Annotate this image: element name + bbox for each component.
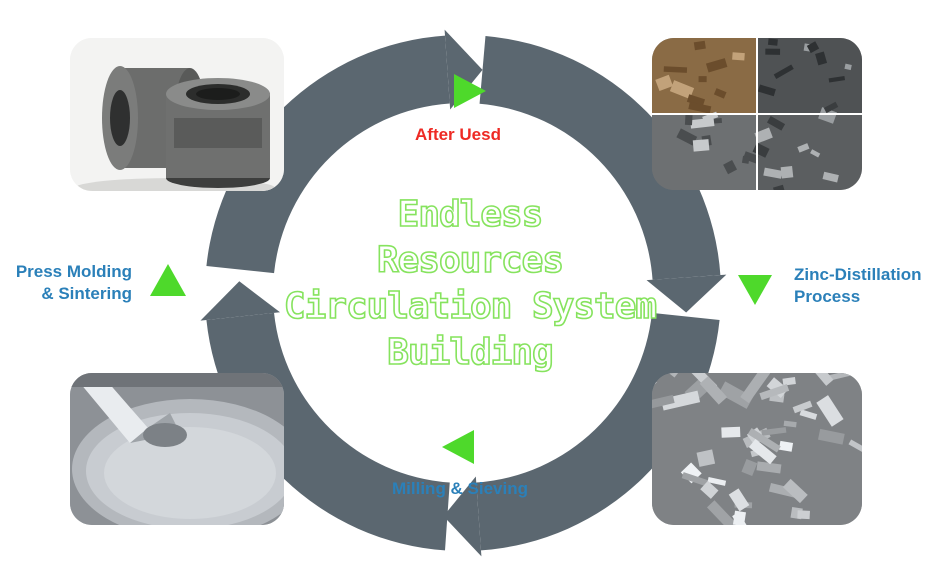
collage-texture	[772, 184, 786, 190]
step-press-line2: & Sintering	[41, 284, 132, 303]
crushed-texture	[681, 472, 711, 488]
collage-texture	[698, 76, 707, 83]
crushed-texture	[741, 458, 758, 476]
step-zinc-line2: Process	[794, 287, 861, 306]
collage-texture	[713, 88, 727, 99]
ring-arrow-tip	[200, 281, 281, 321]
photo-powder-drum	[70, 373, 284, 525]
collage-texture	[815, 51, 828, 66]
photo-scrap-collage	[652, 38, 862, 190]
collage-texture	[686, 94, 706, 107]
collage-texture	[669, 80, 695, 100]
collage-texture	[732, 52, 745, 61]
collage-texture	[822, 171, 839, 183]
ring-arrow-tip	[646, 274, 727, 313]
collage-texture	[754, 127, 773, 144]
step-press-line1: Press Molding	[15, 262, 132, 281]
crushed-texture	[792, 400, 813, 414]
collage-texture	[828, 75, 846, 83]
crushed-texture	[805, 373, 834, 386]
crushed-texture	[700, 480, 719, 499]
collage-texture	[741, 155, 750, 164]
collage-texture	[692, 139, 710, 152]
collage-texture	[663, 66, 688, 73]
collage-texture	[688, 101, 712, 114]
crushed-texture	[748, 438, 777, 465]
title-line-4: Building	[386, 331, 554, 374]
crushed-texture	[756, 461, 782, 474]
crushed-texture	[782, 478, 808, 504]
ring-segment	[476, 312, 720, 551]
photo-crushed-carbide	[652, 373, 862, 525]
collage-texture	[810, 149, 821, 158]
step-milling-sieving: Milling & Sieving	[392, 479, 529, 498]
crushed-carbide-image	[652, 373, 862, 525]
collage-texture	[767, 38, 778, 46]
crushed-texture	[797, 510, 810, 520]
crushed-texture	[732, 510, 747, 525]
collage-texture	[797, 143, 810, 153]
crushed-texture	[660, 390, 701, 411]
collage-texture	[763, 167, 783, 179]
collage-texture	[765, 48, 781, 55]
collage-texture	[844, 63, 852, 71]
scrap-collage-image	[652, 38, 862, 190]
collage-texture	[684, 114, 693, 126]
crushed-texture	[778, 440, 794, 452]
ring-arrow-tip	[444, 29, 483, 110]
crushed-texture	[699, 376, 728, 405]
title-line-1: Endless	[397, 193, 544, 236]
crushed-texture	[696, 449, 716, 467]
step-after-used: After Uesd	[415, 125, 501, 144]
ring-segment	[206, 312, 450, 551]
crushed-texture	[721, 426, 741, 438]
crushed-texture	[718, 381, 754, 409]
crushed-texture	[825, 373, 860, 382]
collage-texture	[690, 117, 715, 129]
step-press-molding: Press Molding & Sintering	[0, 261, 132, 305]
collage-texture	[693, 40, 706, 51]
collage-texture	[806, 41, 820, 54]
crushed-texture	[747, 428, 781, 453]
collage-texture	[780, 166, 794, 179]
ring-segments	[206, 35, 721, 551]
rollers-image	[70, 38, 284, 191]
photo-rollers	[70, 38, 284, 191]
crushed-texture	[783, 420, 797, 428]
ring-segment	[479, 35, 721, 280]
collage-texture	[823, 101, 839, 114]
collage-texture	[676, 128, 698, 146]
crushed-texture	[728, 488, 750, 512]
collage-texture	[723, 160, 738, 175]
crushed-texture	[706, 500, 739, 525]
crushed-texture	[707, 477, 727, 486]
crushed-texture	[782, 377, 796, 386]
collage-texture	[705, 58, 728, 73]
powder-drum-image	[70, 373, 284, 525]
collage-texture	[766, 115, 786, 131]
ring-segment	[206, 35, 450, 274]
title-line-3: Circulation System	[283, 285, 658, 328]
crushed-texture	[848, 439, 862, 454]
collage-texture	[773, 64, 794, 79]
center-title: Endless Resources Circulation System Bui…	[270, 192, 670, 376]
crushed-texture	[761, 427, 787, 436]
collage-texture	[742, 151, 759, 164]
crushed-texture	[759, 383, 790, 401]
crushed-texture	[740, 373, 771, 404]
step-zinc-distillation: Zinc-Distillation Process	[794, 264, 922, 308]
crushed-texture	[652, 394, 675, 409]
collage-texture	[655, 74, 673, 92]
title-line-2: Resources	[376, 239, 565, 282]
collage-texture	[757, 84, 776, 97]
ring-arrow-tip	[443, 476, 482, 557]
crushed-texture	[816, 395, 844, 427]
step-zinc-line1: Zinc-Distillation	[794, 265, 922, 284]
collage-texture	[818, 107, 838, 124]
crushed-texture	[799, 409, 818, 420]
crushed-texture	[817, 428, 845, 445]
